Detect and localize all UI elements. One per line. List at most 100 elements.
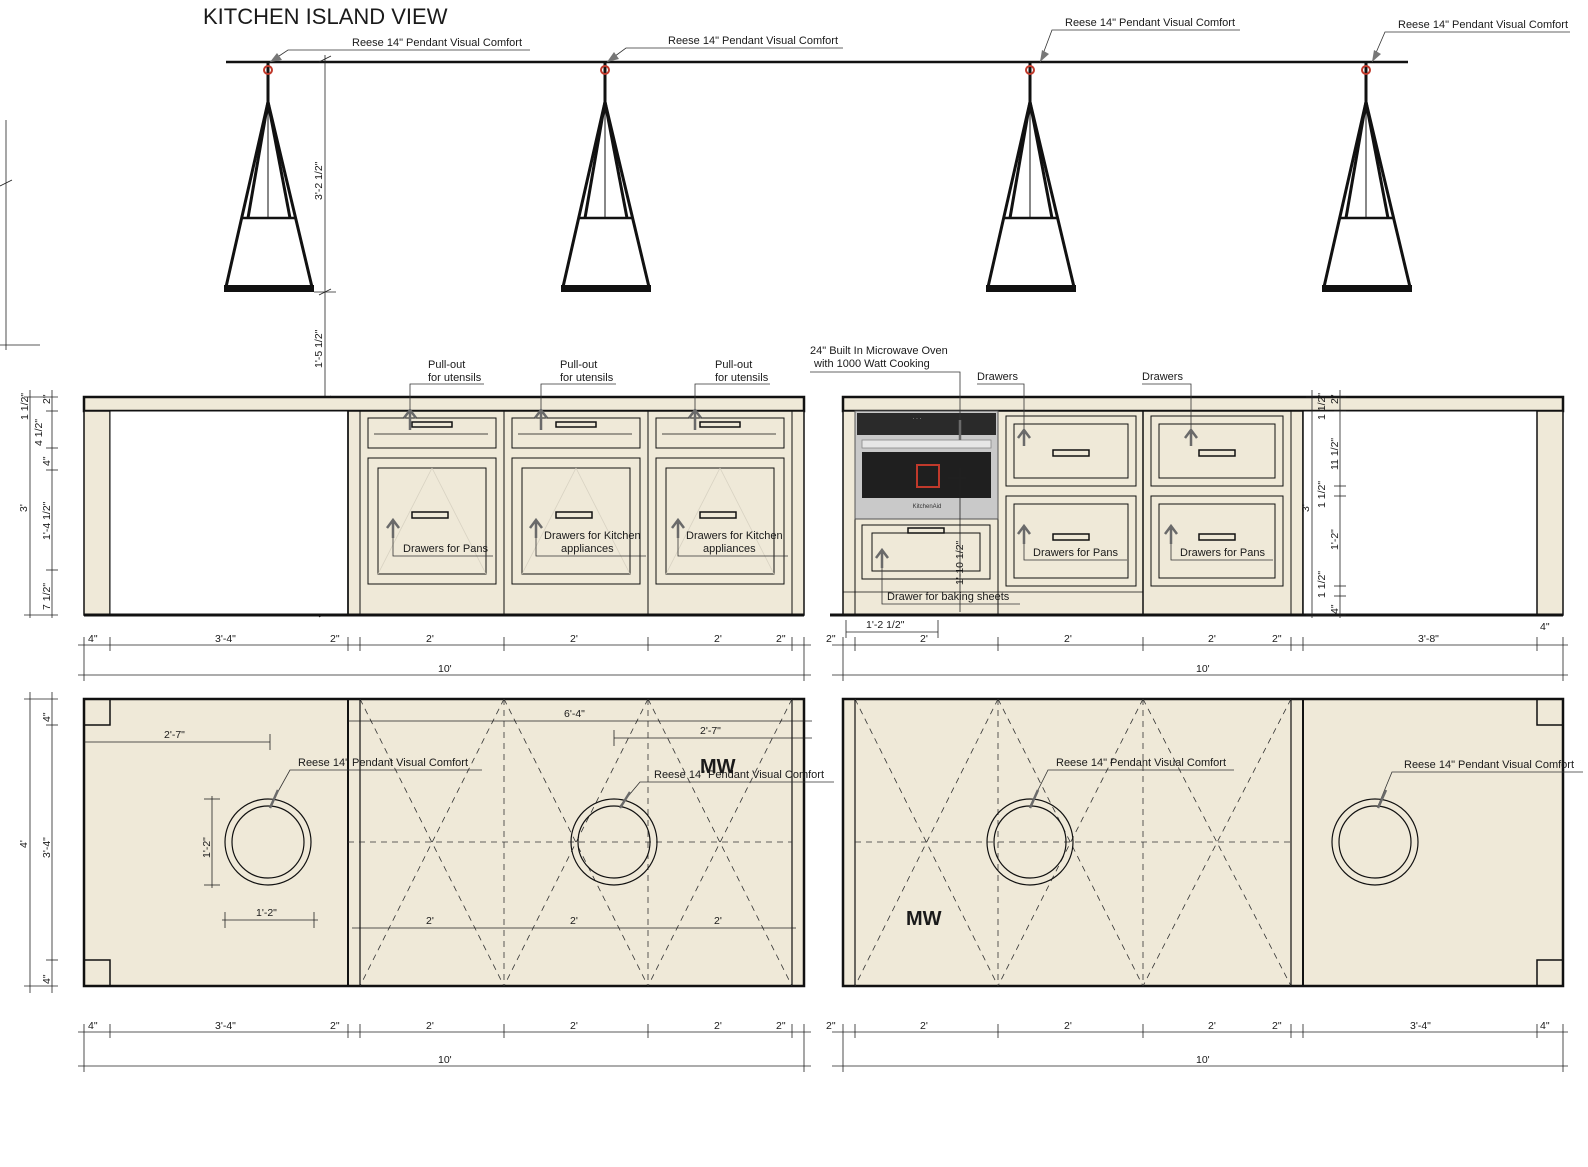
svg-text:with 1000 Watt Cooking: with 1000 Watt Cooking xyxy=(813,358,930,370)
svg-text:for utensils: for utensils xyxy=(428,372,482,384)
svg-text:24" Built In Microwave Oven: 24" Built In Microwave Oven xyxy=(810,345,948,357)
svg-text:2': 2' xyxy=(714,1020,722,1032)
svg-text:2": 2" xyxy=(41,394,53,404)
svg-text:2": 2" xyxy=(826,1020,836,1032)
svg-text:Pull-out: Pull-out xyxy=(715,359,752,371)
callout-appliances-1: Drawers for Kitchen appliances xyxy=(529,517,646,557)
plan-pendant-callout-4: Reese 14" Pendant Visual Comfort xyxy=(1376,759,1583,809)
svg-text:4": 4" xyxy=(1540,621,1550,633)
svg-text:3'-4": 3'-4" xyxy=(215,1020,236,1032)
callout-microwave: 24" Built In Microwave Oven with 1000 Wa… xyxy=(810,345,966,612)
svg-text:2': 2' xyxy=(920,1020,928,1032)
plan-horizontal-dims: 4" 3'-4" 2" 2' 2' 2' 2" 2" 2' 2' 2' 2" 3… xyxy=(78,1020,1568,1072)
svg-text:1'-5 1/2": 1'-5 1/2" xyxy=(313,329,325,368)
svg-text:1 1/2": 1 1/2" xyxy=(19,393,31,420)
svg-text:2': 2' xyxy=(714,633,722,645)
island-plan-left xyxy=(82,697,806,988)
callout-pans-3: Drawers for Pans xyxy=(1164,523,1273,561)
svg-text:Drawers for Pans: Drawers for Pans xyxy=(1180,547,1265,559)
svg-text:Reese 14" Pendant Visual Comfo: Reese 14" Pendant Visual Comfort xyxy=(1056,757,1226,769)
svg-text:Reese 14" Pendant Visual Comfo: Reese 14" Pendant Visual Comfort xyxy=(1404,759,1574,771)
svg-text:for utensils: for utensils xyxy=(715,372,769,384)
svg-text:10': 10' xyxy=(1196,663,1210,675)
svg-text:1 1/2": 1 1/2" xyxy=(1316,393,1328,420)
svg-text:2': 2' xyxy=(426,633,434,645)
svg-text:2': 2' xyxy=(426,915,434,927)
svg-text:3'-2 1/2": 3'-2 1/2" xyxy=(313,161,325,200)
svg-text:1'-4 1/2": 1'-4 1/2" xyxy=(41,501,53,540)
plan-internal-dims: 2'-7" 6'-4" 2'-7" 1'-2" 1'-2" 2' 2' 2' xyxy=(84,708,812,929)
pendant-elevation-3 xyxy=(986,62,1076,292)
cabinet-bay-5 xyxy=(1150,415,1284,587)
svg-text:3'-8": 3'-8" xyxy=(1418,633,1439,645)
svg-text:1'-2": 1'-2" xyxy=(201,837,213,858)
svg-text:10': 10' xyxy=(438,663,452,675)
callout-baking-sheets: Drawer for baking sheets xyxy=(875,547,1020,605)
svg-text:KitchenAid: KitchenAid xyxy=(913,504,942,510)
pendant-plan-1 xyxy=(224,798,312,886)
svg-text:Reese 14" Pendant Visual Comfo: Reese 14" Pendant Visual Comfort xyxy=(654,769,824,781)
svg-text:3'-4": 3'-4" xyxy=(41,837,53,858)
svg-text:Drawers for Pans: Drawers for Pans xyxy=(1033,547,1118,559)
svg-text:2": 2" xyxy=(1329,394,1341,404)
svg-text:2': 2' xyxy=(1208,1020,1216,1032)
pendant-callout-1: Reese 14" Pendant Visual Comfort xyxy=(269,37,530,63)
callout-pans-1: Drawers for Pans xyxy=(386,517,493,557)
plan-pendant-callout-1: Reese 14" Pendant Visual Comfort xyxy=(268,757,482,809)
svg-text:2': 2' xyxy=(570,915,578,927)
plan-left-vertical-dims: 4" 3'-4" 4" 4' xyxy=(18,692,58,993)
island-plan-right xyxy=(841,697,1565,988)
svg-text:2'-7": 2'-7" xyxy=(164,729,185,741)
svg-text:1'-10 1/2": 1'-10 1/2" xyxy=(954,540,966,585)
svg-text:Drawers: Drawers xyxy=(977,371,1018,383)
pendant-elevation-4 xyxy=(1322,62,1412,292)
plan-pendant-callout-2: Reese 14" Pendant Visual Comfort xyxy=(618,769,834,809)
svg-text:1'-2": 1'-2" xyxy=(1329,529,1341,550)
svg-text:1 1/2": 1 1/2" xyxy=(1316,571,1328,598)
drawing-title: KITCHEN ISLAND VIEW xyxy=(203,4,448,29)
svg-text:4": 4" xyxy=(1329,604,1341,614)
svg-text:2': 2' xyxy=(426,1020,434,1032)
svg-text:10': 10' xyxy=(438,1054,452,1066)
svg-text:Drawer for baking sheets: Drawer for baking sheets xyxy=(887,591,1010,603)
svg-text:6'-4": 6'-4" xyxy=(564,708,585,720)
callout-pullout-2: Pull-out for utensils xyxy=(534,359,616,430)
svg-text:Drawers for Kitchen: Drawers for Kitchen xyxy=(686,530,783,542)
svg-text:2": 2" xyxy=(776,633,786,645)
svg-text:Reese 14" Pendant Visual Comfo: Reese 14" Pendant Visual Comfort xyxy=(1398,19,1568,31)
svg-text:· · ·: · · · xyxy=(912,416,921,422)
svg-text:appliances: appliances xyxy=(703,543,756,555)
svg-text:2": 2" xyxy=(1272,633,1282,645)
svg-text:2': 2' xyxy=(1064,633,1072,645)
mw-label-plan-right: MW xyxy=(906,908,942,930)
svg-text:Drawers for Kitchen: Drawers for Kitchen xyxy=(544,530,641,542)
svg-text:appliances: appliances xyxy=(561,543,614,555)
svg-text:Pull-out: Pull-out xyxy=(560,359,597,371)
pendant-plan-2 xyxy=(570,798,658,886)
svg-text:2': 2' xyxy=(570,633,578,645)
svg-text:2': 2' xyxy=(1064,1020,1072,1032)
svg-text:4": 4" xyxy=(88,1020,98,1032)
svg-text:2": 2" xyxy=(330,1020,340,1032)
svg-text:3'-4": 3'-4" xyxy=(215,633,236,645)
elevation-left-vertical-dims: 2" 1 1/2" 4 1/2" 4" 1'-4 1/2" 7 1/2" 3' xyxy=(18,390,58,618)
pendant-callout-2: Reese 14" Pendant Visual Comfort xyxy=(606,35,843,63)
island-elevation-left xyxy=(82,395,806,617)
cabinet-bay-4 xyxy=(1005,415,1137,587)
svg-text:Reese 14" Pendant Visual Comfo: Reese 14" Pendant Visual Comfort xyxy=(352,37,522,49)
svg-text:4": 4" xyxy=(1540,1020,1550,1032)
callout-appliances-2: Drawers for Kitchen appliances xyxy=(671,517,788,557)
svg-text:Reese 14" Pendant Visual Comfo: Reese 14" Pendant Visual Comfort xyxy=(298,757,468,769)
mw-offset-dim: 1'-2 1/2" xyxy=(845,619,939,638)
svg-text:4 1/2": 4 1/2" xyxy=(33,419,45,446)
svg-text:2": 2" xyxy=(330,633,340,645)
svg-text:3'-4": 3'-4" xyxy=(1410,1020,1431,1032)
callout-pullout-1: Pull-out for utensils xyxy=(403,359,484,430)
pendant-plan-4 xyxy=(1331,798,1419,886)
pendant-callout-4: Reese 14" Pendant Visual Comfort xyxy=(1371,19,1570,63)
svg-text:Reese 14" Pendant Visual Comfo: Reese 14" Pendant Visual Comfort xyxy=(668,35,838,47)
svg-text:for utensils: for utensils xyxy=(560,372,614,384)
pendant-elevation-1 xyxy=(224,62,314,292)
built-in-microwave: · · · KitchenAid xyxy=(854,410,999,520)
callout-drawers-2: Drawers xyxy=(1142,371,1198,446)
